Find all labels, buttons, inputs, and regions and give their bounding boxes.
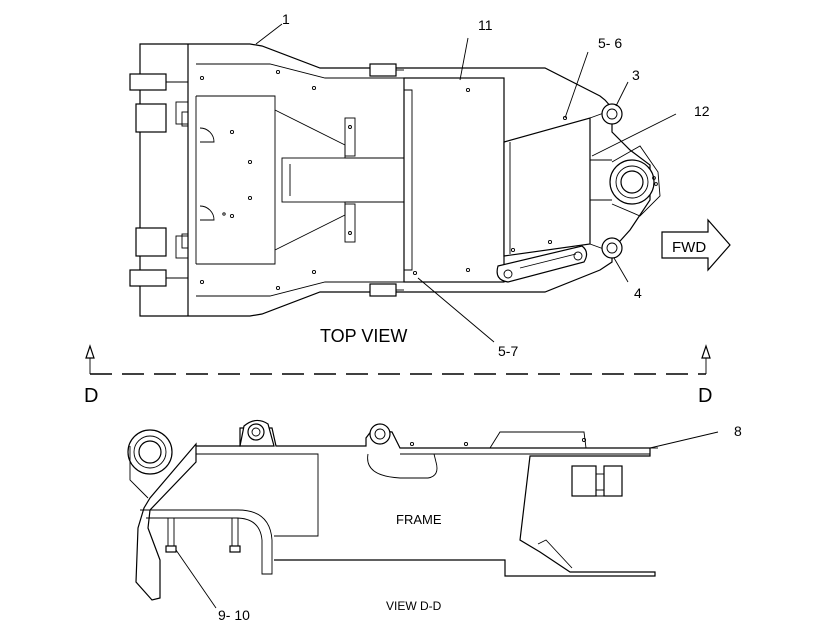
section-arrow-icon	[85, 344, 95, 359]
fwd-label: FWD	[672, 239, 706, 256]
top-view-frame	[129, 43, 651, 317]
section-label-left: D	[84, 385, 98, 407]
callout-9-10: 9- 10	[218, 607, 250, 623]
link-arm	[496, 245, 588, 283]
callout-4: 4	[634, 285, 642, 301]
section-label-right: D	[698, 385, 712, 407]
fwd-arrow-icon	[661, 218, 731, 272]
callout-11: 11	[478, 17, 493, 33]
front-pivots	[601, 103, 661, 259]
callout-5-6: 5- 6	[598, 35, 622, 51]
top-view-title: TOP VIEW	[320, 326, 407, 346]
view-dd-title: VIEW D-D	[386, 599, 442, 613]
section-arrow-icon	[701, 344, 711, 359]
top-view-leaders	[255, 23, 677, 343]
center-plate	[369, 63, 505, 297]
callout-8: 8	[734, 423, 742, 439]
callout-3: 3	[632, 67, 640, 83]
front-plate	[503, 109, 613, 257]
callout-1: 1	[282, 11, 290, 27]
side-view-leaders	[175, 431, 719, 609]
frame-label: FRAME	[396, 512, 442, 527]
side-view-frame	[127, 419, 658, 601]
callout-5-7: 5-7	[498, 343, 518, 359]
section-line	[89, 350, 707, 375]
callout-12: 12	[694, 103, 710, 119]
